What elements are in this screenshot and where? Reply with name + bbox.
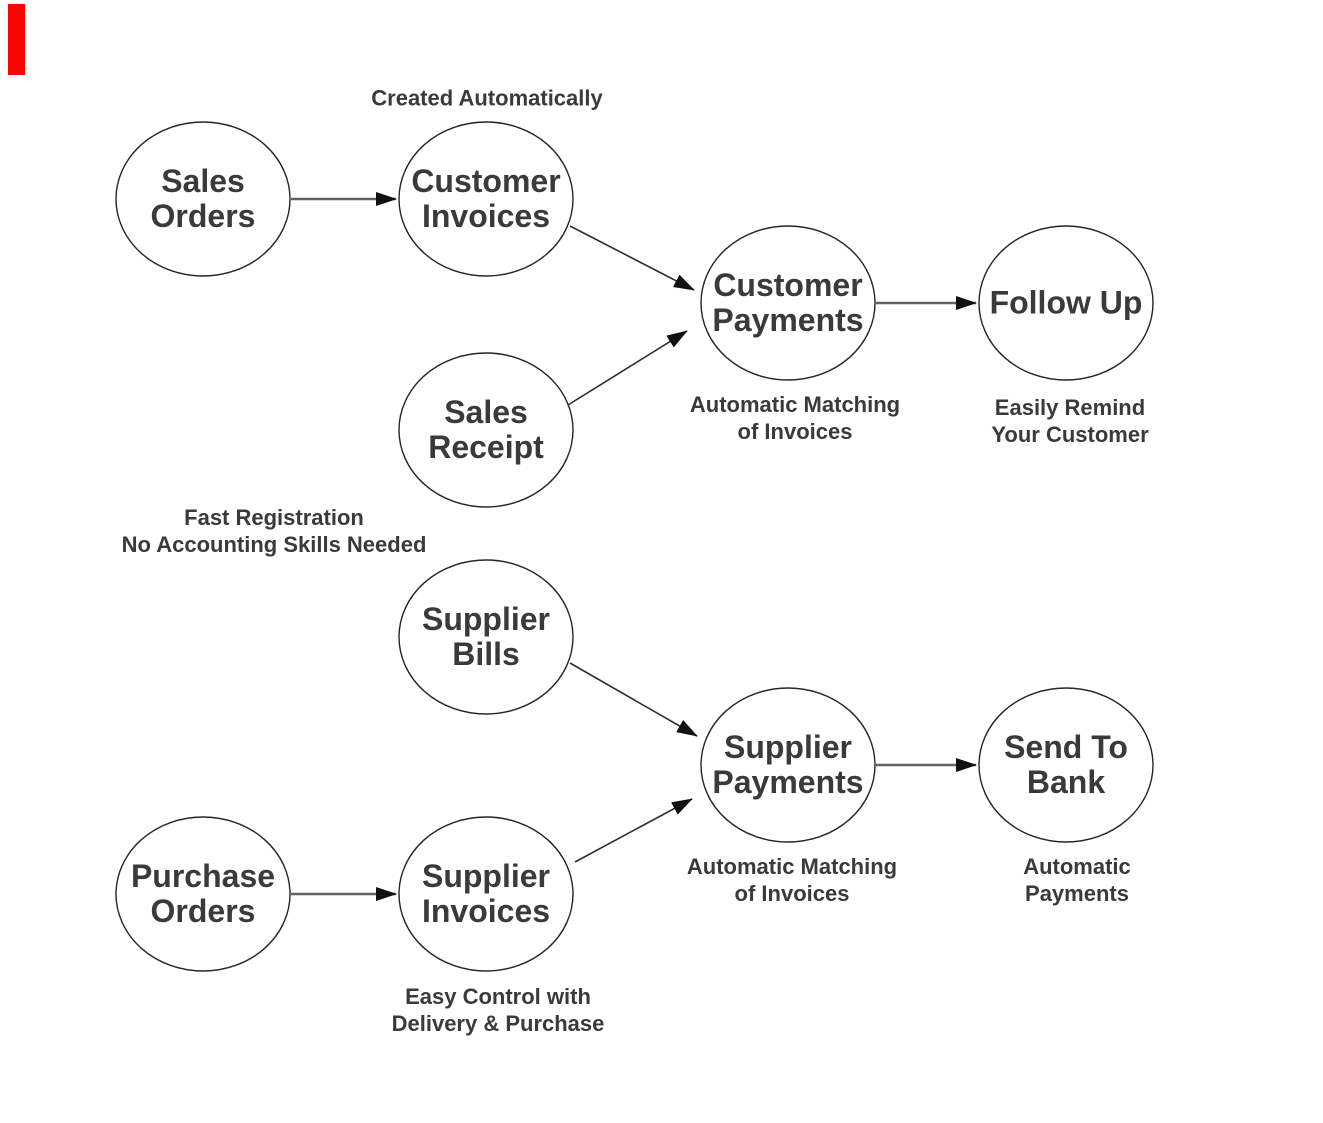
edge-arrow-sales-receipt-to-customer-payments (567, 330, 688, 406)
node-label-customer-payments: Customer Payments (712, 267, 864, 338)
caption-automatic-matching-bottom: Automatic Matching of Invoices (686, 854, 898, 906)
caption-created-automatically: Created Automatically (371, 85, 603, 111)
node-label-supplier-payments: Supplier Payments (712, 729, 864, 800)
node-circle-supplier-bills (398, 559, 574, 715)
caption-fast-registration: Fast Registration No Accounting Skills N… (121, 505, 427, 557)
node-circle-send-to-bank (978, 687, 1154, 843)
edge-arrow-supplier-invoices-to-supplier-payments (574, 798, 693, 863)
node-label-customer-invoices: Customer Invoices (411, 163, 561, 234)
node-label-follow-up: Follow Up (989, 284, 1143, 321)
node-circle-supplier-invoices (398, 816, 574, 972)
node-circle-customer-invoices (398, 121, 574, 277)
node-label-supplier-invoices: Supplier Invoices (421, 858, 551, 929)
caption-automatic-payments: Automatic Payments (1023, 854, 1131, 906)
caption-automatic-matching-top: Automatic Matching of Invoices (689, 392, 901, 444)
caption-easily-remind: Easily Remind Your Customer (991, 395, 1149, 447)
node-label-purchase-orders: Purchase Orders (130, 858, 276, 929)
node-circle-supplier-payments (700, 687, 876, 843)
node-circle-follow-up (978, 225, 1154, 381)
node-label-send-to-bank: Send To Bank (1004, 729, 1128, 800)
node-circle-purchase-orders (115, 816, 291, 972)
node-label-sales-receipt: Sales Receipt (428, 394, 544, 465)
edge-arrow-supplier-bills-to-supplier-payments (569, 662, 698, 737)
node-circle-sales-orders (115, 121, 291, 277)
node-circle-sales-receipt (398, 352, 574, 508)
node-circle-customer-payments (700, 225, 876, 381)
recording-indicator-bar (8, 4, 25, 75)
node-label-sales-orders: Sales Orders (150, 163, 256, 234)
caption-easy-control: Easy Control with Delivery & Purchase (391, 984, 605, 1036)
node-label-supplier-bills: Supplier Bills (421, 601, 551, 672)
edge-arrow-customer-invoices-to-customer-payments (569, 225, 695, 291)
